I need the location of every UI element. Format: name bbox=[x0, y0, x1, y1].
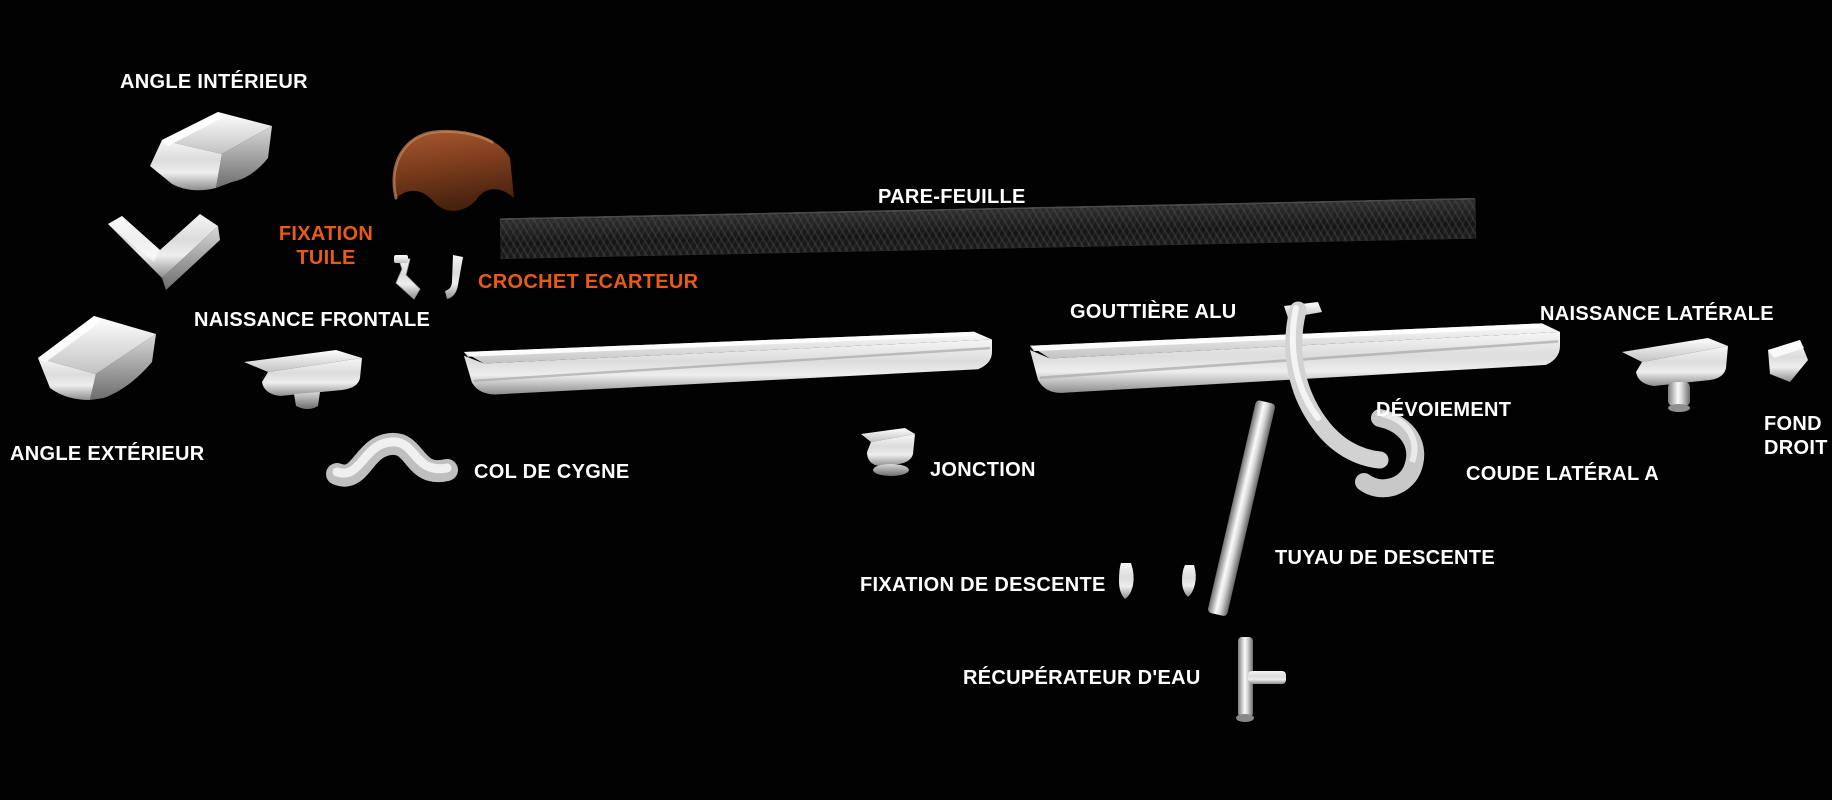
fixation-descente-clip-2-part bbox=[1178, 562, 1200, 600]
label-fond-droit: FOND DROIT bbox=[1764, 413, 1828, 459]
label-naissance-frontale: NAISSANCE FRONTALE bbox=[194, 309, 431, 331]
label-coude-lateral-a: COUDE LATÉRAL A bbox=[1466, 463, 1660, 485]
label-devoiement: DÉVOIEMENT bbox=[1376, 399, 1512, 421]
naissance-frontale-part bbox=[238, 346, 366, 412]
fond-droit-part bbox=[1760, 334, 1814, 388]
label-angle-exterieur: ANGLE EXTÉRIEUR bbox=[10, 443, 205, 465]
roof-tile-part bbox=[384, 124, 522, 232]
naissance-laterale-part bbox=[1616, 330, 1734, 420]
label-angle-interieur: ANGLE INTÉRIEUR bbox=[120, 71, 308, 93]
label-pare-feuille: PARE-FEUILLE bbox=[878, 186, 1026, 208]
angle-exterieur-part bbox=[30, 296, 165, 414]
label-gouttiere-alu: GOUTTIÈRE ALU bbox=[1070, 301, 1237, 323]
label-naissance-laterale: NAISSANCE LATÉRALE bbox=[1540, 303, 1774, 325]
label-fixation-tuile: FIXATION TUILE bbox=[278, 223, 374, 269]
recuperateur-deau-part bbox=[1198, 635, 1288, 725]
fixation-tuile-part bbox=[386, 253, 432, 303]
fixation-descente-clip-1-part bbox=[1114, 559, 1138, 603]
angle-interieur-part bbox=[138, 100, 280, 210]
col-de-cygne-part bbox=[325, 428, 459, 494]
crochet-ecarteur-part bbox=[443, 253, 471, 303]
label-recuperateur-deau: RÉCUPÉRATEUR D'EAU bbox=[963, 667, 1201, 689]
label-col-de-cygne: COL DE CYGNE bbox=[474, 461, 630, 483]
label-jonction: JONCTION bbox=[930, 459, 1036, 481]
label-fixation-de-descente: FIXATION DE DESCENTE bbox=[860, 574, 1106, 596]
label-crochet-ecarteur: CROCHET ECARTEUR bbox=[478, 271, 699, 293]
gutter-length-left-part bbox=[454, 327, 992, 399]
jonction-part bbox=[853, 420, 921, 482]
label-tuyau-de-descente: TUYAU DE DESCENTE bbox=[1275, 547, 1495, 569]
angle-trough-part bbox=[100, 206, 225, 296]
devoiement-coude-part bbox=[1262, 300, 1452, 512]
